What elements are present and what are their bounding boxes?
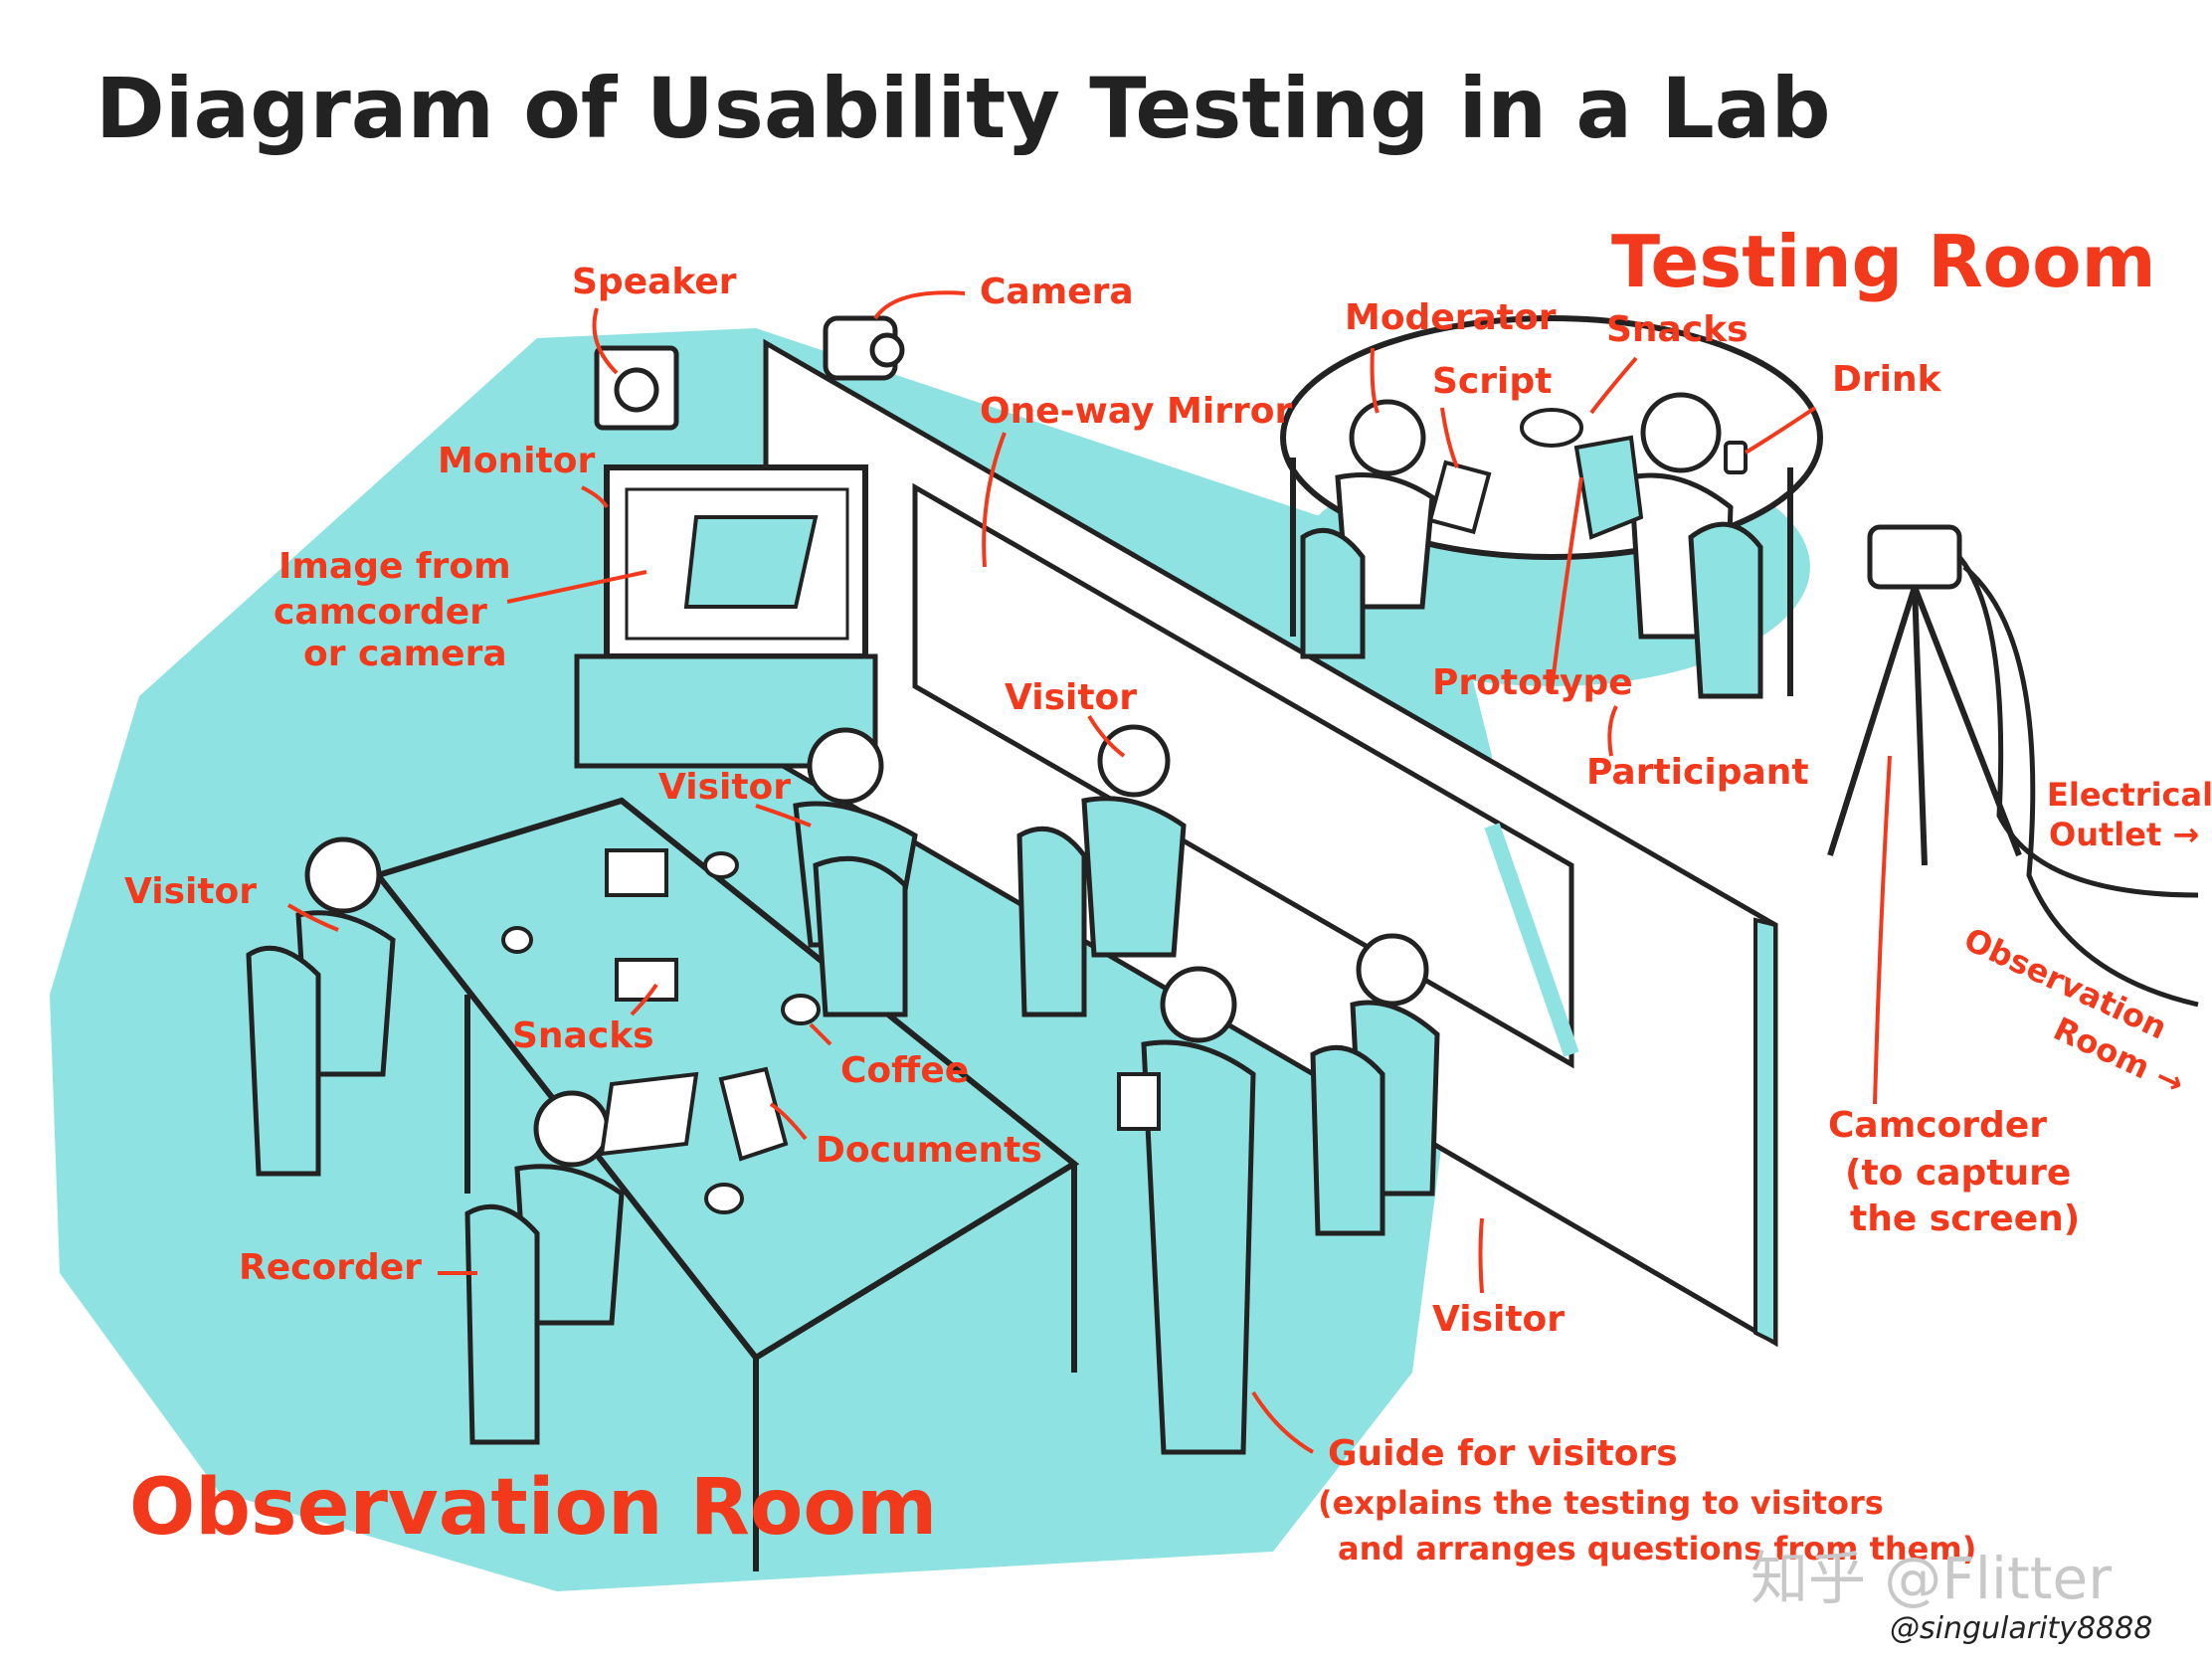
label-monitor: Monitor [438,441,596,481]
recorder-laptop [599,1071,699,1157]
label-visitor-middle: Visitor [658,767,792,808]
label-guide-1: Guide for visitors [1328,1433,1678,1474]
label-visitor-bottom: Visitor [1432,1299,1566,1340]
watermark: 知乎 @Flitter [1751,1545,2113,1612]
label-visitor-left: Visitor [124,871,258,912]
label-image-from-2: camcorder [274,592,487,633]
leader-lines [286,290,1892,1454]
label-camcorder-3: the screen) [1850,1198,2081,1239]
label-snacks-testing: Snacks [1606,309,1749,350]
mirror-crease [1484,823,1579,1057]
label-speaker: Speaker [572,262,737,302]
speaker-cone [614,367,659,413]
label-drink: Drink [1832,359,1941,400]
label-coffee: Coffee [840,1050,970,1091]
tripod-leg [1912,585,2022,857]
artist-signature: @singularity8888 [1890,1611,2153,1646]
moderator-head [1349,399,1426,476]
participant-head [1640,392,1722,473]
label-recorder: Recorder [239,1247,422,1288]
label-participant: Participant [1586,752,1809,793]
guide-figure [1117,966,1256,1455]
script-paper [1427,460,1492,535]
observation-room-title: Observation Room [129,1463,938,1553]
coffee-cup [703,851,739,879]
coffee-cup [501,926,533,954]
tripod-leg [1827,586,1918,856]
one-way-mirror [912,482,1574,1069]
label-snacks-observation: Snacks [512,1015,654,1056]
page-title: Diagram of Usability Testing in a Lab [95,60,1831,157]
label-electrical-outlet-1: Electrical [2047,776,2212,814]
visitor-top-figure [1016,724,1187,1017]
label-image-from-3: or camera [303,634,507,674]
label-electrical-outlet-2: Outlet → [2049,816,2200,853]
documents-shape [718,1066,789,1162]
label-guide-2: (explains the testing to visitors [1318,1484,1884,1522]
items-box [605,848,668,897]
monitor-laptop [683,515,819,609]
label-one-way-mirror: One-way Mirror [980,391,1293,432]
visitor-middle-figure [793,727,918,1017]
visitor-bottom-figure [1310,933,1440,1236]
camcorder-cable [1957,555,2199,898]
tripod-leg [1912,586,1928,866]
testing-room-title: Testing Room [1611,220,2156,303]
camcorder-cable [1962,565,2199,1008]
snacks-box [615,958,678,1002]
coffee-cup [781,994,821,1025]
prototype-laptop [1573,435,1644,540]
label-camera: Camera [980,272,1134,312]
recorder-figure [464,1071,699,1445]
camcorder-shape [1867,524,1962,590]
visitor-left-figure [246,836,396,1177]
moderator-chair [1300,527,1366,659]
mirror-wall-side [1753,917,1777,1347]
label-guide-3: and arranges questions from them) [1338,1530,1977,1567]
label-prototype: Prototype [1432,662,1633,703]
snacks-bowl [1520,408,1583,448]
label-camcorder-1: Camcorder [1828,1105,2047,1146]
label-camcorder-2: (to capture [1845,1153,2072,1194]
drink-cup [1724,441,1748,474]
participant-chair [1688,521,1763,699]
label-documents: Documents [816,1130,1042,1171]
label-visitor-top: Visitor [1005,677,1138,718]
label-script: Script [1432,361,1553,402]
camera-lens [869,332,905,368]
coffee-cup [704,1183,744,1214]
label-image-from-1: Image from [278,546,511,587]
label-moderator: Moderator [1345,297,1557,338]
